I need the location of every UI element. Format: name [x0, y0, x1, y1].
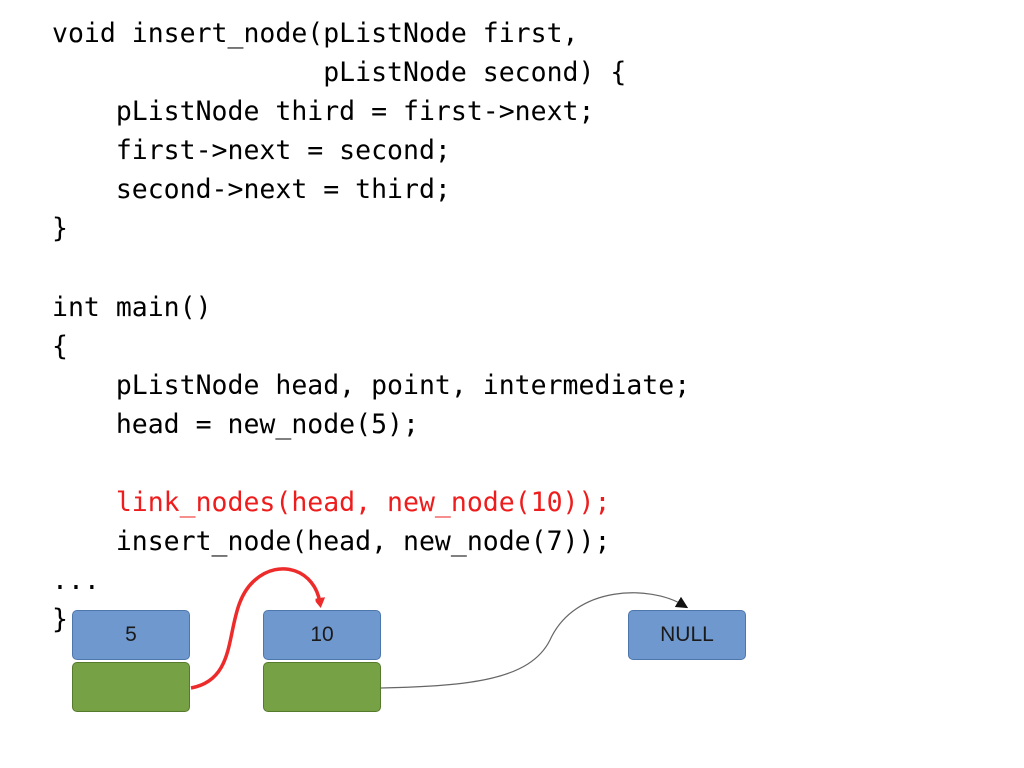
- code-listing: void insert_node(pListNode first, pListN…: [52, 14, 690, 640]
- node-10-value-box: 10: [263, 610, 381, 660]
- code-line: first->next = second;: [52, 135, 451, 167]
- node-5-label: 5: [125, 623, 137, 646]
- code-line: pListNode third = first->next;: [52, 96, 595, 128]
- code-line-highlighted: link_nodes(head, new_node(10));: [52, 487, 611, 519]
- next-pointer-arrow: [380, 592, 689, 689]
- node-5-next-box: [72, 662, 190, 712]
- node-10-next-box: [263, 662, 381, 712]
- code-line: pListNode second) {: [52, 57, 627, 89]
- node-10-label: 10: [310, 623, 334, 646]
- null-node-label: NULL: [660, 623, 714, 646]
- code-line: ...: [52, 565, 100, 597]
- code-line: void insert_node(pListNode first,: [52, 18, 579, 49]
- code-line: int main(): [52, 291, 212, 323]
- code-line: {: [52, 330, 68, 362]
- code-line: }: [52, 213, 68, 245]
- code-line: insert_node(head, new_node(7));: [52, 526, 611, 558]
- code-line: pListNode head, point, intermediate;: [52, 369, 691, 401]
- code-line: }: [52, 604, 68, 636]
- code-line: head = new_node(5);: [52, 408, 419, 440]
- node-5-value-box: 5: [72, 610, 190, 660]
- highlight-link-arrow: [190, 567, 320, 690]
- code-line: second->next = third;: [52, 174, 451, 206]
- null-node-box: NULL: [628, 610, 746, 660]
